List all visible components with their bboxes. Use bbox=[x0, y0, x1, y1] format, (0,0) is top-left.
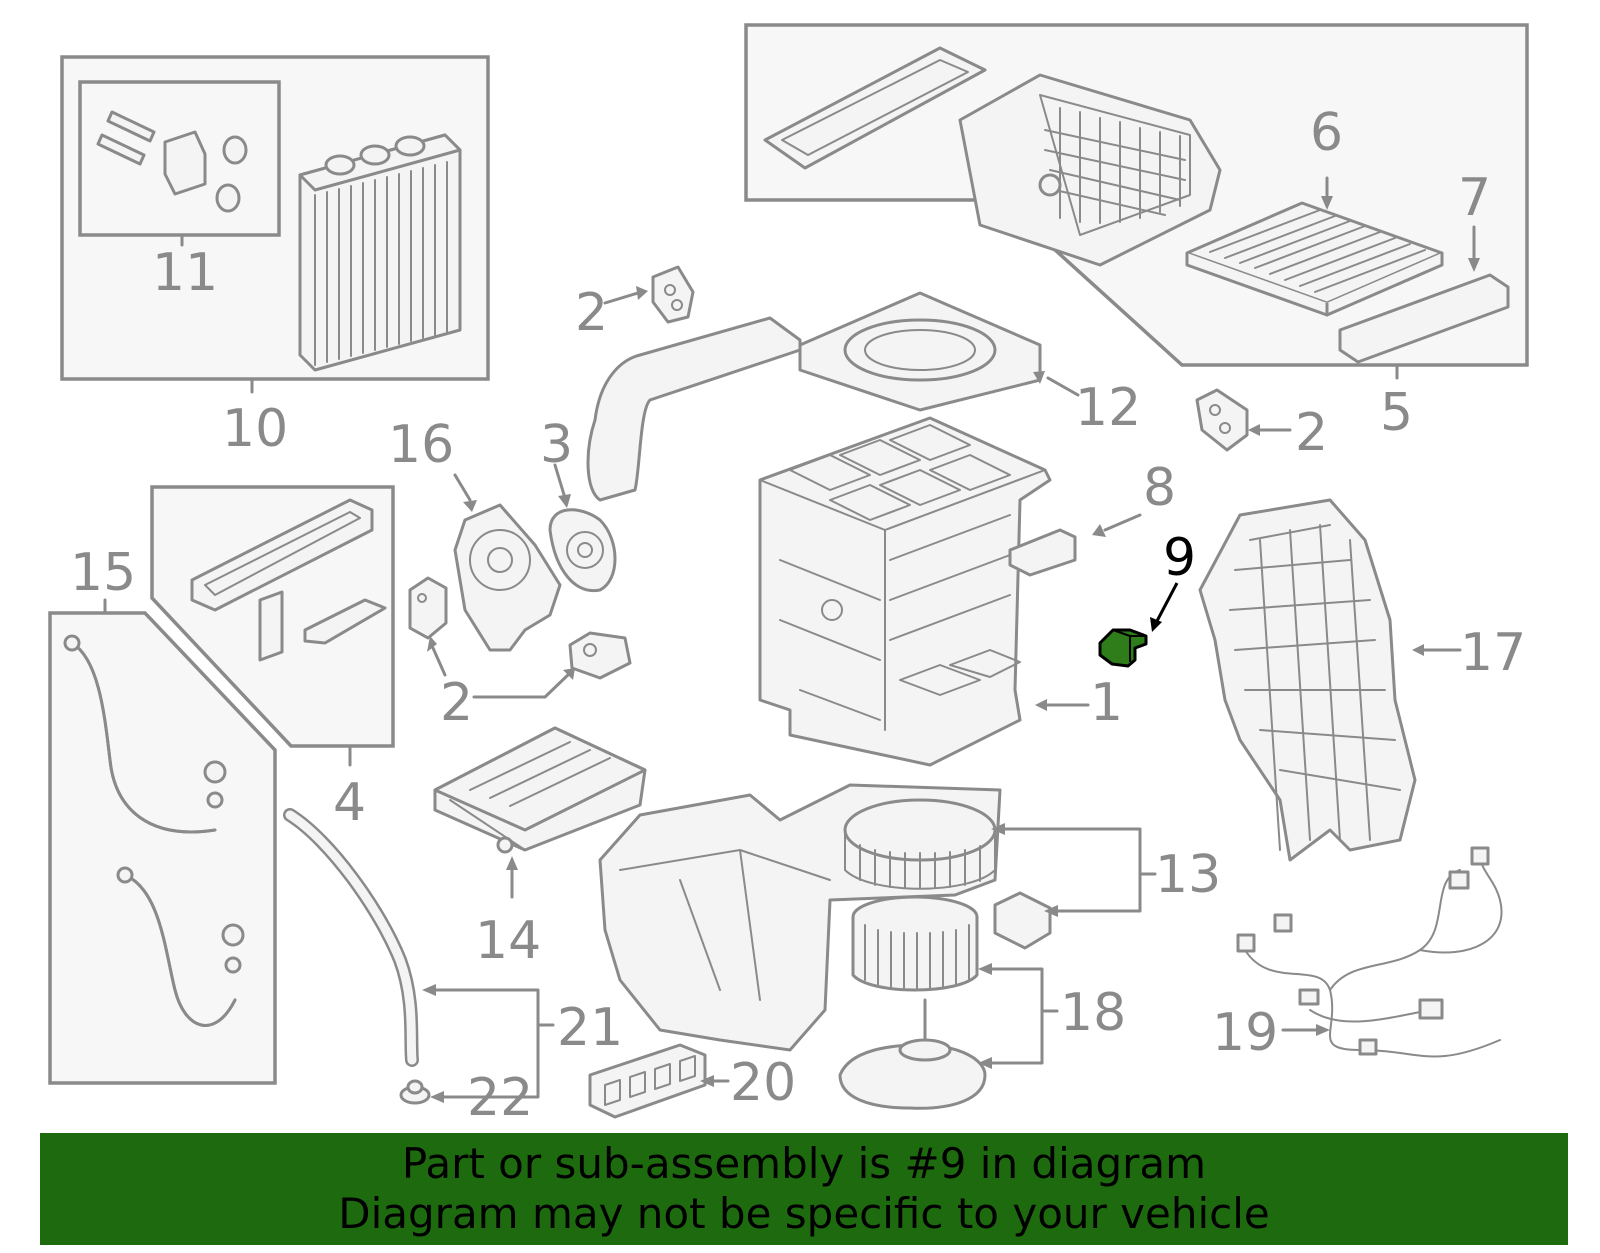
part-11-fittings bbox=[96, 110, 248, 213]
callout-2b: 2 bbox=[1295, 403, 1328, 463]
callout-19: 19 bbox=[1212, 1003, 1278, 1063]
part-2-actuator-c bbox=[408, 576, 448, 640]
part-9-highlighted bbox=[1098, 628, 1148, 668]
part-8-sensor-body bbox=[1008, 528, 1077, 577]
part-7-bracket bbox=[1338, 273, 1510, 364]
part-6-housing bbox=[958, 73, 1222, 267]
callout-2c: 2 bbox=[440, 673, 473, 733]
callout-13: 13 bbox=[1155, 845, 1221, 905]
part-20-vent bbox=[588, 1043, 707, 1119]
part-2-actuator-d bbox=[568, 631, 632, 680]
callout-18: 18 bbox=[1060, 983, 1126, 1043]
callout-1: 1 bbox=[1090, 673, 1123, 733]
part-19-harness bbox=[1236, 846, 1503, 1058]
callout-8: 8 bbox=[1143, 458, 1176, 518]
callout-21: 21 bbox=[557, 998, 623, 1058]
callout-6: 6 bbox=[1310, 103, 1343, 163]
callout-20: 20 bbox=[730, 1053, 796, 1113]
callout-11: 11 bbox=[152, 243, 218, 303]
lower-case bbox=[598, 783, 1002, 1052]
seal-part bbox=[763, 46, 987, 170]
callout-12: 12 bbox=[1075, 378, 1141, 438]
part-2-actuator-b bbox=[1195, 388, 1249, 452]
group-15-box bbox=[48, 598, 277, 1085]
part-21-drain-hose bbox=[283, 808, 419, 1067]
callout-22: 22 bbox=[467, 1068, 533, 1128]
callout-16: 16 bbox=[388, 415, 454, 475]
callout-5: 5 bbox=[1380, 383, 1413, 443]
callout-3: 3 bbox=[540, 415, 573, 475]
callout-4: 4 bbox=[333, 773, 366, 833]
callout-14: 14 bbox=[475, 911, 541, 971]
part-2-actuator-a bbox=[651, 265, 695, 324]
info-banner: Part or sub-assembly is #9 in diagram Di… bbox=[40, 1133, 1568, 1245]
banner-line-1: Part or sub-assembly is #9 in diagram bbox=[401, 1139, 1207, 1188]
part-12-duct bbox=[586, 291, 1042, 502]
group-5-box bbox=[744, 23, 1529, 380]
callout-7: 7 bbox=[1458, 168, 1491, 228]
callout-17: 17 bbox=[1460, 623, 1526, 683]
part-22-grommet bbox=[399, 1079, 431, 1105]
callout-9: 9 bbox=[1163, 528, 1196, 588]
part-18-blower bbox=[838, 895, 987, 1110]
part-3-actuator bbox=[548, 508, 617, 593]
callout-2a: 2 bbox=[575, 283, 608, 343]
part-17-duct bbox=[1198, 498, 1417, 862]
group-4-box bbox=[150, 485, 395, 767]
group-10-box bbox=[60, 55, 490, 394]
part-10-evaporator bbox=[298, 133, 462, 372]
part-14-heater-core bbox=[433, 726, 647, 854]
part-1-hvac-case bbox=[758, 416, 1077, 767]
part-6-filter bbox=[1185, 201, 1444, 317]
part-13-resistor bbox=[993, 891, 1052, 950]
callout-15: 15 bbox=[70, 543, 136, 603]
callout-10: 10 bbox=[222, 399, 288, 459]
banner-line-2: Diagram may not be specific to your vehi… bbox=[338, 1189, 1270, 1238]
part-16-actuator bbox=[453, 503, 562, 652]
